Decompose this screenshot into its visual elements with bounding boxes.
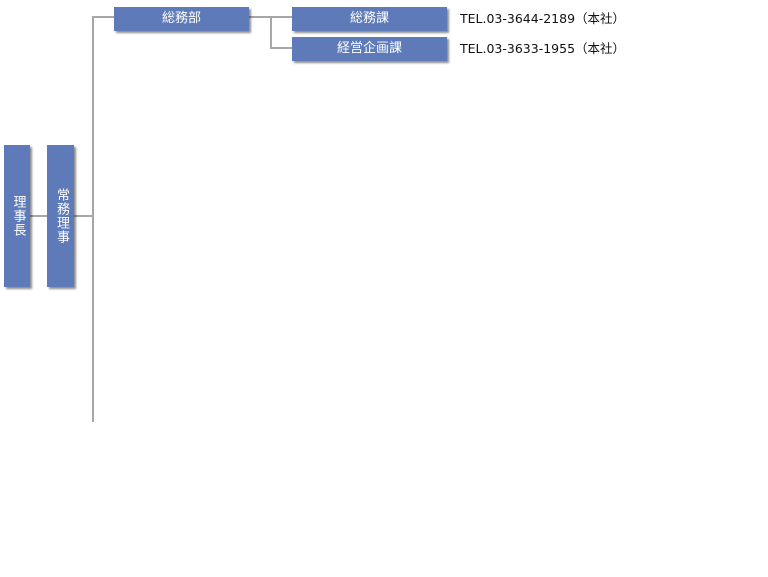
contact-general-affairs: TEL.03-3644-2189（本社） bbox=[460, 11, 625, 26]
connector-line bbox=[270, 16, 272, 48]
section-corporate-planning: 経営企画課 bbox=[292, 37, 447, 61]
chairman-label: 理事長 bbox=[10, 195, 26, 237]
chairman-box: 理事長 bbox=[4, 145, 30, 287]
section-general-affairs: 総務課 bbox=[292, 7, 447, 31]
contact-line: TEL.03-3633-1955（本社） bbox=[460, 41, 626, 56]
dept-general-affairs-label: 総務部 bbox=[161, 10, 201, 26]
dept-general-affairs: 総務部 bbox=[114, 7, 249, 31]
connector-line bbox=[28, 215, 48, 217]
contact-line: TEL.03-3644-2189（本社） bbox=[460, 11, 626, 26]
connector-line bbox=[92, 16, 94, 422]
section-corporate-planning-label: 経営企画課 bbox=[336, 40, 402, 56]
connector-line bbox=[92, 16, 114, 18]
connector-line bbox=[270, 47, 292, 49]
section-general-affairs-label: 総務課 bbox=[349, 10, 389, 26]
contact-corporate-planning: TEL.03-3633-1955（本社） bbox=[460, 41, 625, 56]
executive-director-box: 常務理事 bbox=[47, 145, 74, 287]
executive-director-label: 常務理事 bbox=[53, 188, 69, 244]
connector-line bbox=[73, 215, 93, 217]
